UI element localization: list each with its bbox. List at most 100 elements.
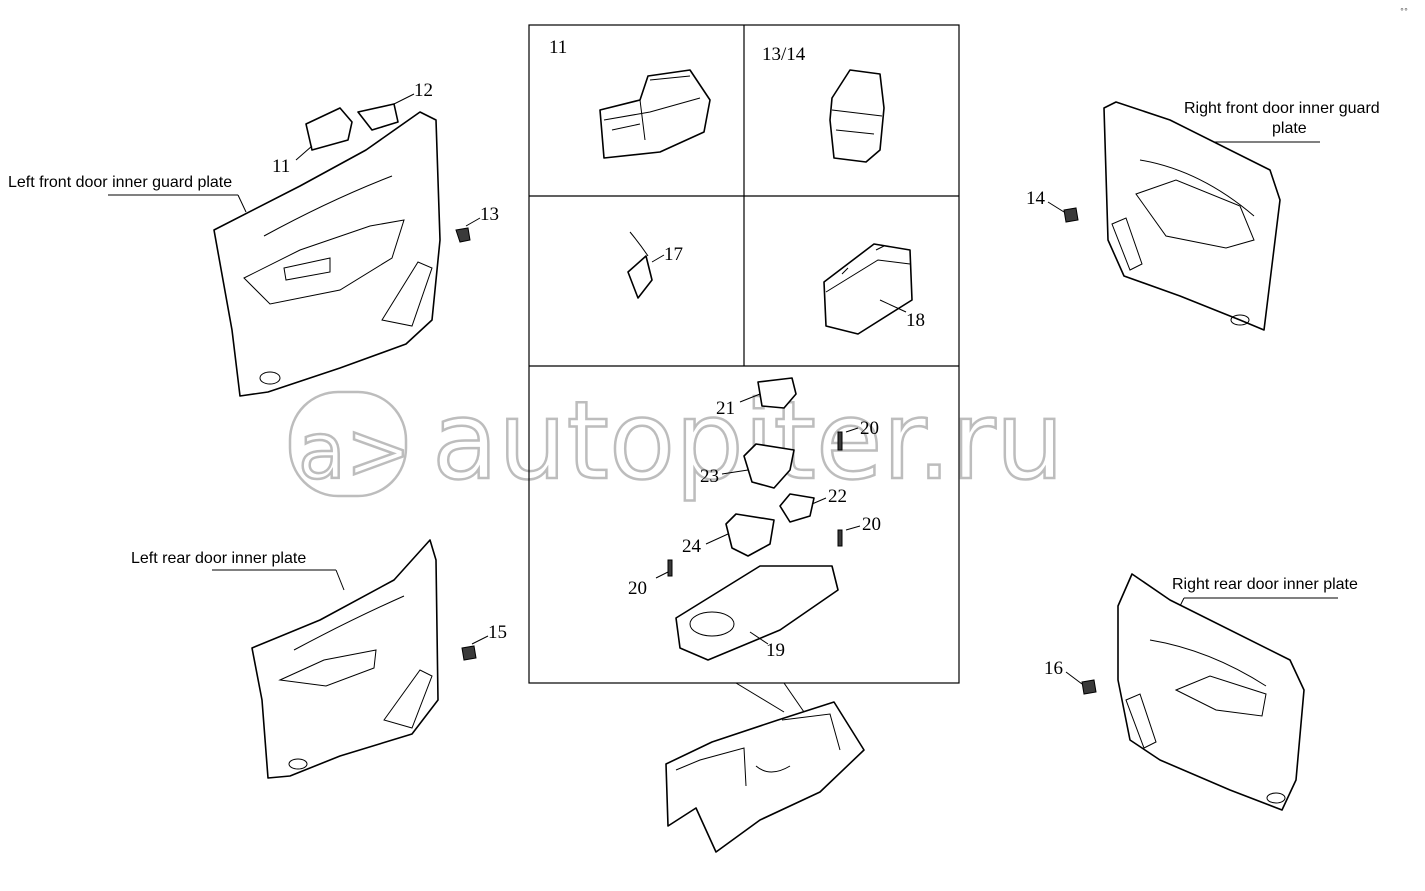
callout-20-c: 20 — [628, 578, 647, 599]
box-part-13-14: 13/14 — [762, 44, 885, 163]
leader-12 — [393, 93, 415, 105]
left-rear-reflector — [288, 758, 308, 770]
leader-14 — [1047, 201, 1065, 213]
left-front-door: Left front door inner guard plate 11 12 … — [8, 80, 499, 397]
clip-15 — [461, 645, 477, 661]
label-right-front-door-line1: Right front door inner guard — [1184, 100, 1380, 117]
courtesy-lamp — [627, 255, 653, 299]
callout-14: 14 — [1026, 188, 1046, 209]
window-switch-details — [603, 75, 701, 141]
center-panel-grid — [528, 24, 960, 684]
lamp-wire — [629, 231, 649, 257]
callout-17: 17 — [664, 244, 683, 265]
leader-23 — [721, 469, 749, 475]
switch-21 — [757, 377, 797, 409]
leader-20-b — [845, 525, 861, 531]
screw-20-a — [837, 431, 843, 451]
switch-22 — [779, 493, 815, 523]
left-front-door-panel — [213, 111, 441, 397]
corner-mark-icon: °° — [1400, 7, 1408, 16]
leader-15 — [471, 635, 489, 645]
callout-24: 24 — [682, 536, 702, 557]
right-rear-door-panel — [1117, 573, 1305, 811]
leader-24 — [705, 533, 729, 545]
right-front-armrest — [1135, 179, 1255, 249]
callout-23: 23 — [700, 466, 719, 487]
switch-panel-18-details — [825, 245, 911, 293]
watermark-logo-frame — [288, 390, 408, 498]
box-part-18: 18 — [823, 243, 925, 335]
right-front-door: Right front door inner guard plate 14 — [1026, 100, 1380, 331]
leader-21 — [739, 393, 761, 403]
clip-16 — [1081, 679, 1097, 695]
single-switch — [829, 69, 885, 163]
leader-11-left — [295, 145, 313, 161]
left-front-armrest — [243, 219, 405, 305]
box-11-label: 11 — [549, 37, 567, 58]
center-console — [665, 682, 865, 853]
callout-16: 16 — [1044, 658, 1063, 679]
leader-16 — [1065, 671, 1083, 685]
label-right-rear-door: Right rear door inner plate — [1172, 576, 1358, 593]
console-leader-left — [735, 682, 785, 713]
right-front-handle-area — [1111, 159, 1255, 271]
window-switch-large — [599, 69, 711, 159]
box-part-11: 11 — [549, 37, 711, 159]
left-front-reflector — [259, 371, 281, 385]
left-front-speaker — [381, 261, 433, 327]
center-console-details — [675, 713, 841, 787]
callout-15: 15 — [488, 622, 507, 643]
callout-12: 12 — [414, 80, 433, 101]
left-rear-door-panel — [251, 539, 439, 779]
leader-18 — [879, 299, 907, 313]
watermark-text: autopiter.ru — [432, 379, 1064, 504]
switch-24 — [725, 513, 775, 557]
leader-20-c — [655, 571, 669, 579]
leader-22 — [811, 497, 827, 505]
right-front-door-panel — [1103, 101, 1281, 331]
callout-22: 22 — [828, 486, 847, 507]
clip-14 — [1063, 207, 1079, 223]
label-right-front-door-line2: plate — [1272, 120, 1307, 137]
right-rear-handle-area — [1125, 639, 1267, 749]
cup-holder — [689, 611, 735, 637]
left-front-handle-area — [263, 175, 393, 281]
left-rear-handle-speaker — [293, 595, 433, 729]
label-left-rear-door: Left rear door inner plate — [131, 550, 306, 567]
screw-20-c — [667, 559, 673, 577]
switch-panel-18 — [823, 243, 913, 335]
leader-20-a — [845, 427, 859, 433]
box-console-tray: 19 21 23 22 24 20 20 20 — [628, 377, 881, 661]
leader-17 — [651, 254, 665, 263]
callout-18: 18 — [906, 310, 925, 331]
callout-20-a: 20 — [860, 418, 879, 439]
right-rear-reflector — [1266, 792, 1286, 804]
center-console-body — [665, 701, 865, 853]
label-leader-left-rear — [335, 569, 345, 591]
label-leader-left-front — [237, 194, 247, 213]
left-rear-armrest — [278, 649, 377, 687]
watermark-logo-glyph: a> — [298, 407, 411, 497]
label-left-front-door: Left front door inner guard plate — [8, 174, 232, 191]
callout-13: 13 — [480, 204, 499, 225]
part-12-small — [357, 103, 399, 131]
part-11-small — [305, 107, 353, 151]
single-switch-details — [831, 109, 883, 135]
console-tray-19 — [675, 565, 839, 661]
switch-23 — [743, 443, 795, 489]
right-front-reflector — [1230, 314, 1250, 326]
leader-13 — [465, 217, 481, 227]
callout-21: 21 — [716, 398, 735, 419]
clip-13 — [455, 227, 471, 243]
right-rear-armrest — [1174, 675, 1267, 717]
left-rear-door: Left rear door inner plate 15 — [131, 539, 507, 779]
box-part-17: 17 — [627, 231, 683, 299]
box-13-14-label: 13/14 — [762, 44, 806, 65]
console-leader-right — [783, 682, 805, 713]
callout-20-b: 20 — [862, 514, 881, 535]
callout-11-left: 11 — [272, 156, 290, 177]
screw-20-b — [837, 529, 843, 547]
right-rear-door: Right rear door inner plate 16 — [1044, 573, 1358, 811]
